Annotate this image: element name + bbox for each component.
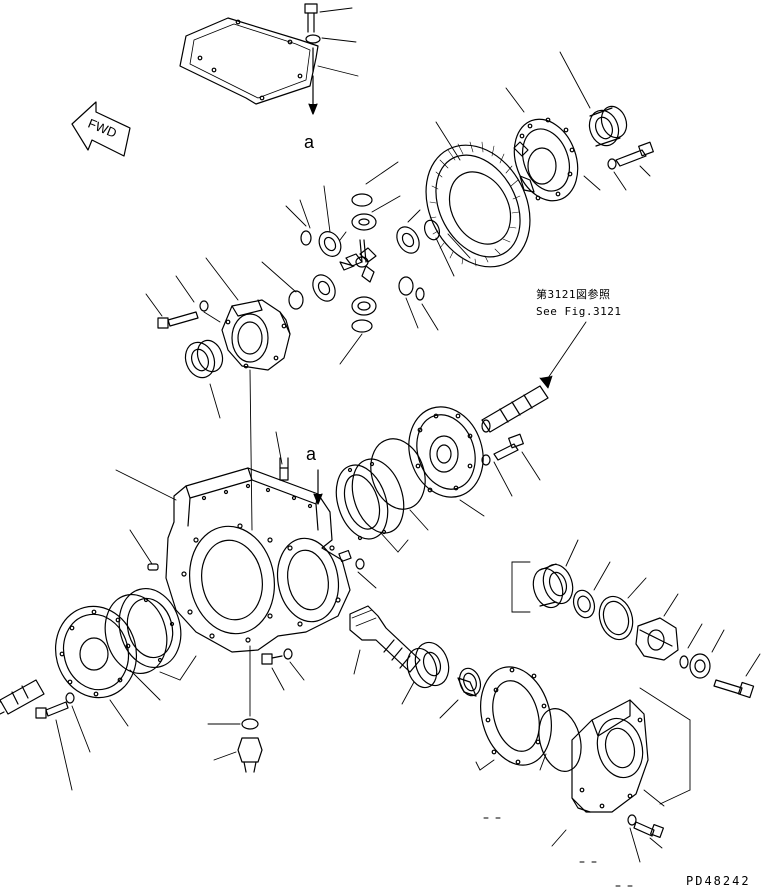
yoke-washer-nut bbox=[679, 653, 711, 679]
bearing-left bbox=[184, 339, 224, 379]
o-ring-mid bbox=[370, 438, 426, 510]
hub-bolt bbox=[481, 433, 524, 466]
side-output-shaft bbox=[0, 679, 45, 715]
pinion-cage-bolt bbox=[627, 814, 665, 839]
view-marker-top: a bbox=[304, 132, 315, 152]
ring-gear bbox=[425, 141, 531, 268]
differential-housing bbox=[165, 457, 351, 653]
leader-yoke bbox=[565, 539, 761, 677]
yoke-bearing bbox=[532, 563, 574, 609]
drain-plug bbox=[237, 718, 263, 773]
leader-spider bbox=[261, 161, 471, 365]
side-shim-pack bbox=[104, 587, 182, 675]
leader-housing bbox=[115, 431, 377, 589]
vertical-guide-line bbox=[249, 369, 253, 531]
drawing-code: PD48242 bbox=[686, 874, 751, 888]
housing-plug bbox=[338, 549, 365, 570]
reference-leader bbox=[539, 321, 587, 389]
bearing-top-right bbox=[588, 105, 628, 147]
leader-hub bbox=[459, 451, 541, 517]
coupling-yoke bbox=[635, 617, 679, 661]
case-bolt-left bbox=[157, 300, 209, 329]
fwd-direction-arrow bbox=[71, 101, 131, 157]
o-ring-pinion bbox=[538, 708, 582, 772]
cover-bolt bbox=[304, 3, 321, 73]
side-bolts-left bbox=[35, 692, 75, 719]
leader-lines-top bbox=[317, 7, 359, 77]
pinion-flange-plate bbox=[480, 666, 552, 766]
down-arrow-top bbox=[308, 75, 318, 115]
pinion-bearing-1 bbox=[406, 641, 450, 689]
top-cover-plate bbox=[179, 17, 319, 105]
wheel-hub-flange bbox=[408, 406, 484, 498]
dash-marks bbox=[483, 817, 633, 887]
shim-pack bbox=[335, 458, 405, 541]
view-marker-mid: a bbox=[306, 444, 317, 464]
axle-shaft bbox=[481, 385, 549, 433]
leader-top-right bbox=[505, 51, 651, 191]
dowel-pin bbox=[147, 563, 159, 571]
reference-japanese: 第3121図参照 bbox=[536, 287, 611, 301]
reference-english: See Fig.3121 bbox=[536, 305, 621, 318]
leader-left-side bbox=[55, 655, 197, 791]
pinion-gears bbox=[312, 213, 420, 316]
case-bolt-right bbox=[607, 141, 654, 170]
differential-case-right bbox=[513, 117, 579, 202]
differential-case-left bbox=[221, 299, 291, 371]
yoke-bracket bbox=[511, 561, 691, 805]
leader-pinion bbox=[353, 649, 495, 771]
yoke-bolt bbox=[713, 679, 755, 699]
leader-left-case bbox=[145, 257, 239, 419]
side-cover-left bbox=[54, 605, 138, 699]
leader-drain bbox=[207, 645, 305, 761]
leader-pinion-cage bbox=[539, 753, 665, 863]
thrust-washers bbox=[288, 193, 441, 333]
leader-ring-gear bbox=[435, 121, 461, 161]
housing-bottom-bolt bbox=[261, 648, 293, 665]
pinion-bearing-2 bbox=[457, 667, 482, 697]
spider-cross bbox=[339, 239, 377, 283]
pinion-shaft bbox=[349, 605, 421, 673]
yoke-seal bbox=[572, 589, 596, 619]
fwd-label: FWD bbox=[86, 116, 119, 141]
yoke-dust-ring bbox=[598, 595, 634, 641]
leader-shims bbox=[379, 509, 429, 553]
pinion-cage-housing bbox=[571, 699, 649, 813]
